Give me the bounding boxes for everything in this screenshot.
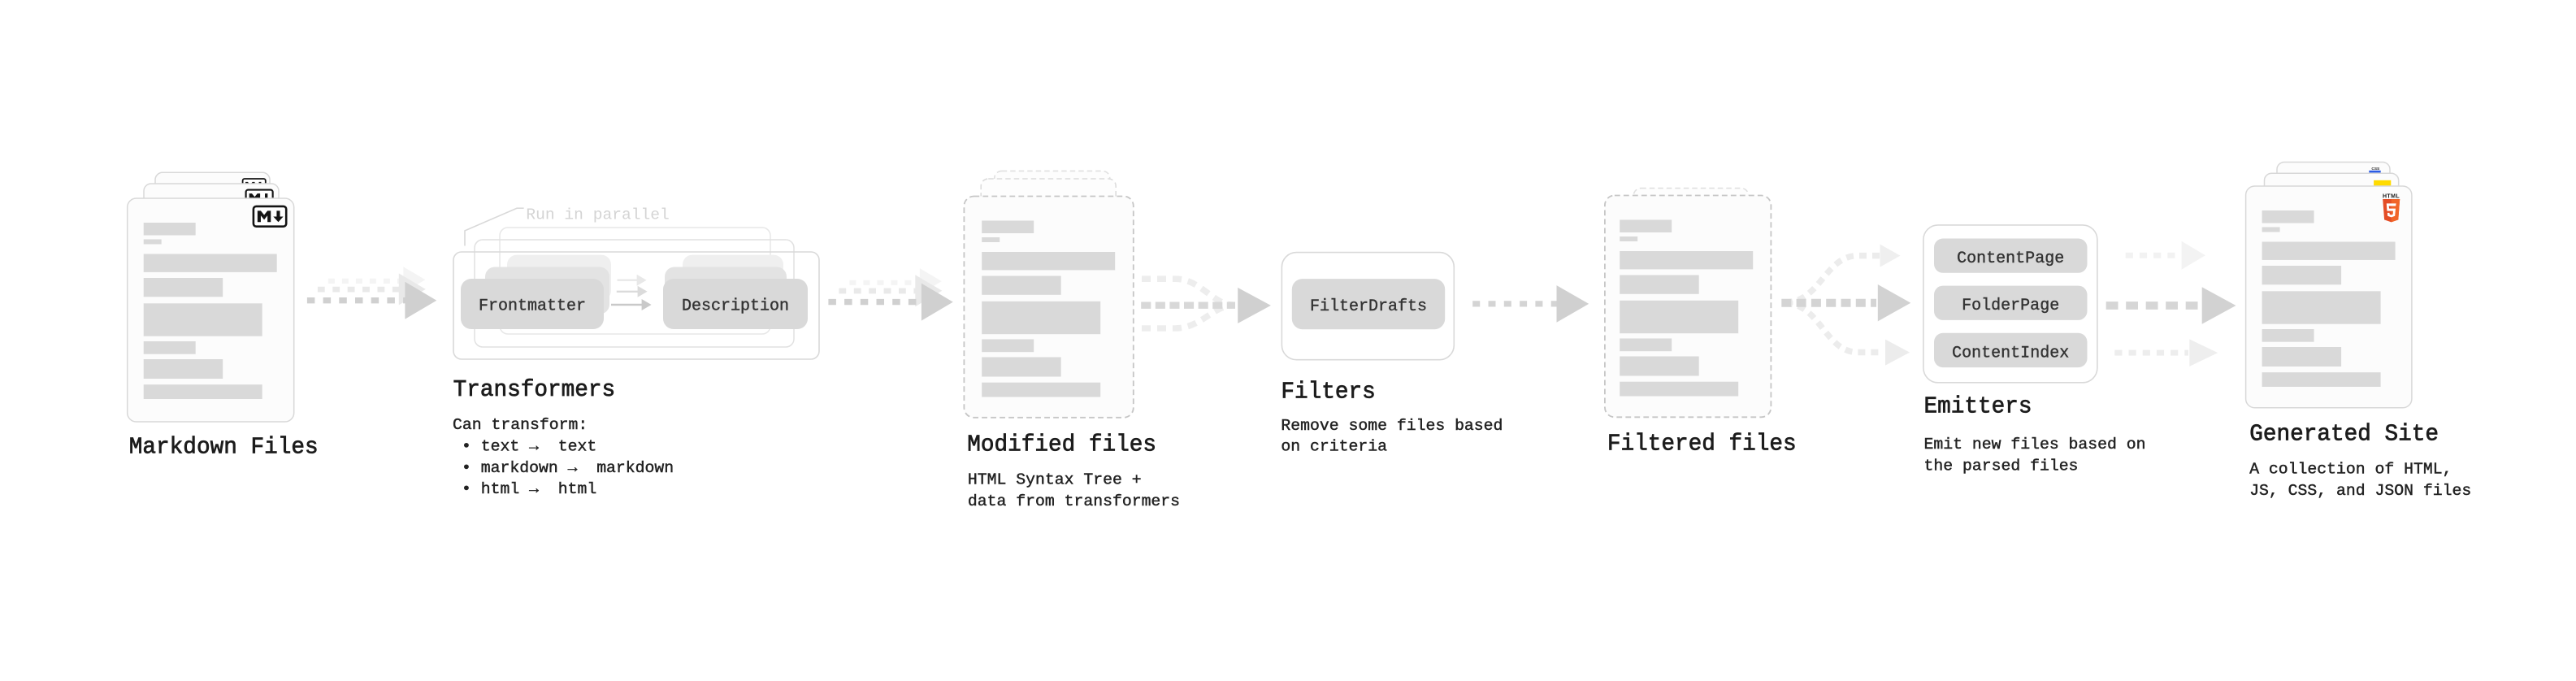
svg-text:• html → html: • html → html	[462, 480, 596, 498]
svg-text:Frontmatter: Frontmatter	[479, 297, 586, 316]
svg-text:CSS: CSS	[2371, 167, 2380, 171]
svg-text:Description: Description	[682, 297, 789, 316]
svg-text:Filters: Filters	[1281, 379, 1375, 406]
svg-text:Run in parallel: Run in parallel	[526, 206, 669, 224]
svg-text:HTML: HTML	[2383, 193, 2400, 199]
svg-text:data from transformers: data from transformers	[968, 492, 1180, 510]
svg-text:Transformers: Transformers	[453, 376, 616, 403]
svg-text:• text → text: • text → text	[462, 438, 596, 456]
svg-text:HTML Syntax Tree +: HTML Syntax Tree +	[968, 471, 1142, 489]
svg-text:the parsed files: the parsed files	[1924, 457, 2079, 475]
svg-text:ContentPage: ContentPage	[1957, 249, 2064, 268]
svg-text:• markdown → markdown: • markdown → markdown	[462, 459, 674, 477]
svg-text:Modified files: Modified files	[967, 431, 1156, 458]
svg-text:A collection of HTML,: A collection of HTML,	[2249, 461, 2452, 479]
svg-text:Emit new files based on: Emit new files based on	[1924, 436, 2146, 453]
svg-text:ContentIndex: ContentIndex	[1952, 344, 2069, 362]
svg-text:FolderPage: FolderPage	[1962, 297, 2059, 315]
svg-text:JS, CSS, and JSON files: JS, CSS, and JSON files	[2249, 482, 2471, 500]
svg-text:Markdown Files: Markdown Files	[129, 433, 319, 460]
svg-text:Can transform:: Can transform:	[453, 416, 588, 434]
svg-text:FilterDrafts: FilterDrafts	[1310, 297, 1427, 316]
svg-text:Generated Site: Generated Site	[2249, 420, 2439, 447]
svg-text:on criteria: on criteria	[1281, 438, 1387, 456]
svg-text:Emitters: Emitters	[1924, 393, 2032, 419]
svg-text:Filtered files: Filtered files	[1607, 430, 1797, 457]
svg-text:Remove some files based: Remove some files based	[1281, 417, 1503, 435]
